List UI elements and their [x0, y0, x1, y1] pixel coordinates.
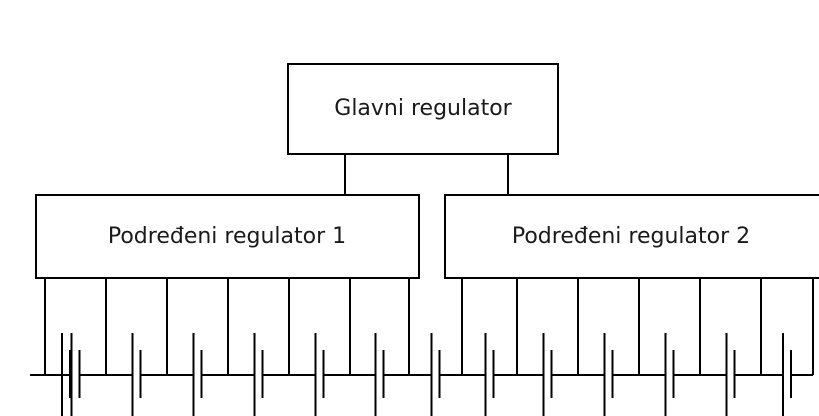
battery-cell [131, 333, 142, 416]
sub-controller-2-box [444, 194, 819, 279]
battery-cell [542, 333, 553, 416]
battery-cell [70, 333, 81, 416]
main-controller-label: Glavni regulator [334, 96, 512, 121]
battery-cell [374, 333, 385, 416]
battery-cell [61, 333, 71, 416]
battery-cell [430, 333, 441, 416]
sub-controller-1-label: Podređeni regulator 1 [108, 224, 346, 249]
battery-cell-string [30, 278, 814, 416]
battery-cell [603, 333, 614, 416]
battery-cell [192, 333, 203, 416]
sub-controller-2-label: Podređeni regulator 2 [512, 224, 750, 249]
battery-cell [253, 333, 264, 416]
battery-cell [484, 333, 495, 416]
battery-cell [725, 333, 736, 416]
battery-cell [664, 333, 675, 416]
battery-cell [314, 333, 325, 416]
battery-cell [782, 333, 792, 416]
main-controller-box [287, 63, 559, 155]
sub-controller-1-box [35, 194, 420, 279]
